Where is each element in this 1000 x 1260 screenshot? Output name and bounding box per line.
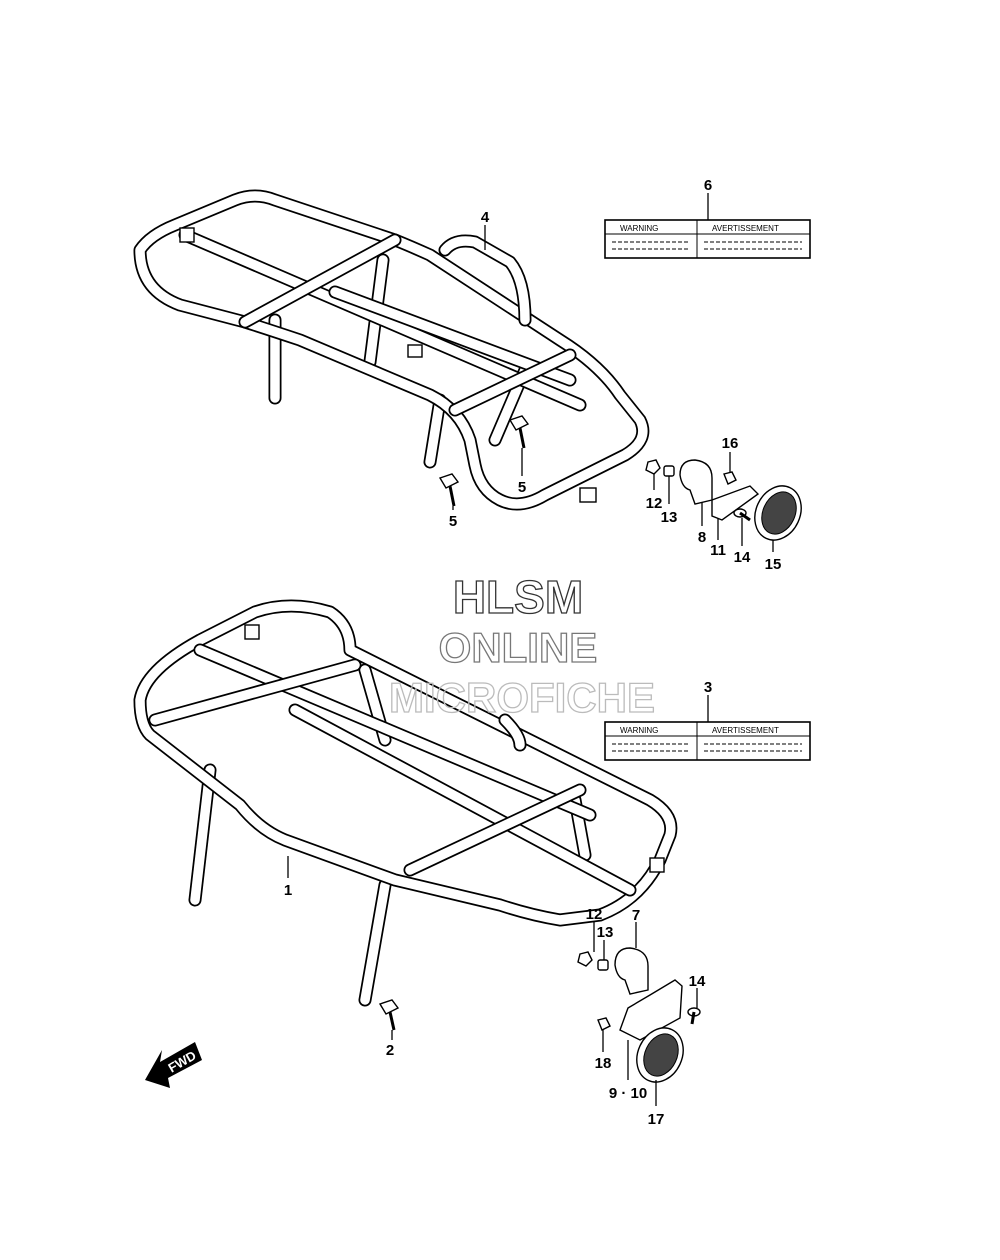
- callout-8: 8: [698, 529, 706, 546]
- lower-label-warning: WARNING: [620, 726, 658, 735]
- washer-18: [597, 1017, 611, 1031]
- bolt-5-upper-a: [508, 415, 530, 449]
- callout-5-a: 5: [518, 479, 526, 496]
- callout-14-lower: 14: [689, 973, 706, 990]
- callout-5-b: 5: [449, 513, 457, 530]
- callout-14-upper: 14: [734, 549, 751, 566]
- upper-label-avertissement: AVERTISSEMENT: [712, 224, 779, 233]
- fwd-arrow: FWD: [145, 1042, 202, 1088]
- callout-12-upper: 12: [646, 495, 663, 512]
- upper-reflector-assembly: [645, 459, 802, 541]
- upper-label-warning: WARNING: [620, 224, 658, 233]
- bracket-11-upper: [711, 485, 760, 521]
- upper-carrier: [133, 189, 650, 511]
- lower-label-avertissement: AVERTISSEMENT: [712, 726, 779, 735]
- callout-17: 17: [648, 1111, 665, 1128]
- callout-3: 3: [704, 679, 712, 696]
- collar-13-upper: [663, 465, 675, 477]
- callouts: 6 4 5 5 16 12 13 8 11 14 15 3 1 2 12 13: [284, 177, 782, 1128]
- watermark: HLSM ONLINE MICROFICHE: [388, 570, 655, 721]
- callout-13-lower: 13: [597, 924, 614, 941]
- screw-14-upper: [733, 508, 751, 522]
- callout-16: 16: [722, 435, 739, 452]
- callout-18: 18: [595, 1055, 612, 1072]
- callout-13-upper: 13: [661, 509, 678, 526]
- callout-2: 2: [386, 1042, 394, 1059]
- callout-11: 11: [710, 542, 726, 559]
- nut-12-upper: [645, 459, 661, 475]
- reflector-15-upper: [754, 485, 802, 541]
- clamp-7-lower: [614, 947, 649, 995]
- callout-1: 1: [284, 882, 292, 899]
- watermark-line3: MICROFICHE: [389, 674, 655, 721]
- clamp-8-upper: [679, 459, 713, 505]
- collar-13-lower: [597, 959, 609, 971]
- callout-12-lower: 12: [586, 906, 603, 923]
- callout-4: 4: [481, 209, 490, 226]
- watermark-line1: HLSM: [453, 571, 583, 623]
- washer-16-upper: [723, 471, 737, 485]
- watermark-line2: ONLINE: [439, 624, 598, 671]
- reflector-17: [636, 1027, 684, 1083]
- callout-15: 15: [765, 556, 782, 573]
- lower-carrier: [133, 599, 678, 1007]
- bolt-2: [378, 999, 400, 1031]
- screw-14-lower: [687, 1007, 701, 1025]
- warning-label-6: WARNING AVERTISSEMENT: [604, 219, 811, 259]
- bolt-5-upper-b: [438, 473, 460, 507]
- callout-7: 7: [632, 907, 640, 924]
- nut-12-lower: [577, 951, 593, 967]
- callout-6: 6: [704, 177, 712, 194]
- callout-9-10: 9 · 10: [609, 1085, 647, 1102]
- warning-label-3: WARNING AVERTISSEMENT: [604, 721, 811, 761]
- lower-reflector-assembly: [577, 947, 701, 1083]
